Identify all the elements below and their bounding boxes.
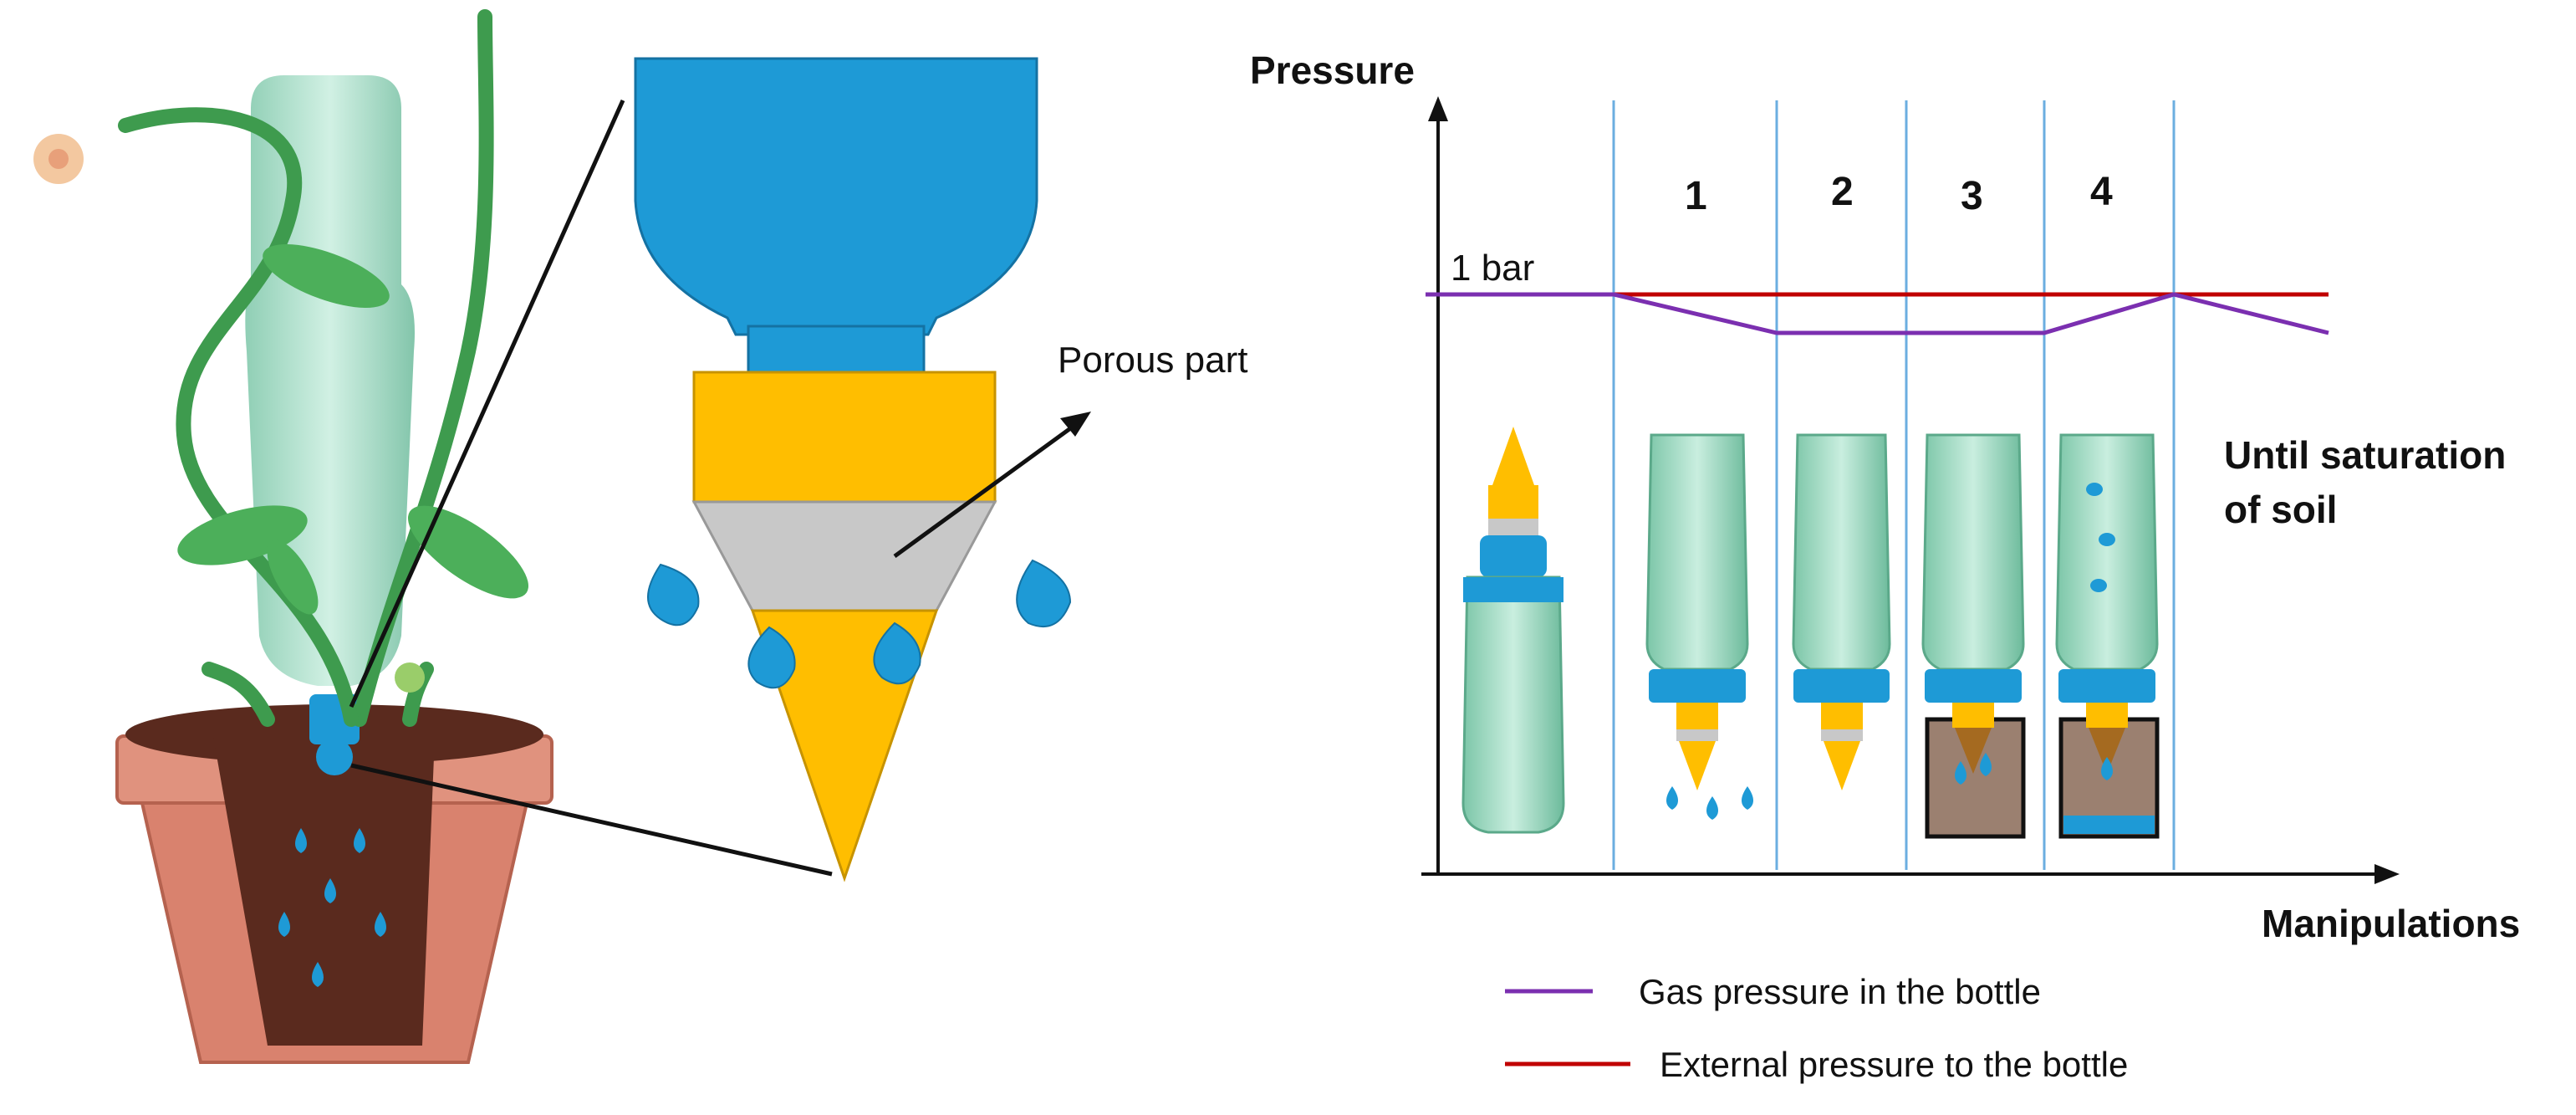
- x-axis-label: Manipulations: [2262, 902, 2520, 945]
- y-axis-arrow: [1428, 96, 1448, 121]
- porous-part-label: Porous part: [1058, 340, 1247, 381]
- plant-leaves: [177, 244, 529, 615]
- end-note-line-1: Until saturation: [2224, 433, 2506, 477]
- gas-pressure-line: [1426, 292, 2329, 335]
- svg-text:Gas pressure in the bottle: Gas pressure in the bottle: [1639, 972, 2041, 1011]
- legend-item-external-pressure: External pressure to the bottle: [1505, 1045, 2128, 1084]
- step-dividers: [1612, 100, 2176, 870]
- step-label-3: 3: [1961, 174, 1983, 218]
- step-label-2: 2: [1831, 170, 1854, 214]
- bottle-stage-3: [1921, 433, 2026, 839]
- porous-tip-in-soil: [316, 739, 353, 775]
- potted-plant-illustration: [33, 9, 553, 1064]
- pressure-graph: Pressure Manipulations 1 2 3 4 1 bar Unt…: [1250, 49, 2520, 945]
- porous-callout-arrowhead: [1060, 412, 1091, 437]
- water-drops-in-soil: [278, 828, 386, 987]
- svg-text:External pressure to the bottl: External pressure to the bottle: [1660, 1045, 2128, 1084]
- zoom-callout-lines: [349, 99, 833, 877]
- step-label-1: 1: [1685, 174, 1707, 218]
- bottle-stage-0: [1461, 427, 1565, 834]
- legend-item-gas-pressure: Gas pressure in the bottle: [1505, 972, 2041, 1011]
- step-label-4: 4: [2090, 170, 2113, 214]
- legend: Gas pressure in the bottle External pres…: [1505, 972, 2128, 1084]
- flower-bud: [395, 662, 425, 693]
- water-drops-enlarged: [647, 559, 1072, 689]
- bottle-stage-2: [1792, 433, 1891, 790]
- bottle-neck-enlarged: [634, 57, 1038, 336]
- porous-callout-arrow: [893, 420, 1080, 559]
- cap-enlarged: [747, 325, 926, 374]
- end-note-line-2: of soil: [2224, 488, 2337, 531]
- plant-stems: [118, 9, 494, 727]
- bottle-stage-4: [2055, 433, 2160, 839]
- soil-cutaway: [213, 736, 435, 1046]
- yellow-collar: [692, 371, 997, 504]
- enlarged-porous-tip: Porous part: [634, 57, 1247, 882]
- flower: [33, 134, 84, 184]
- y-axis-label: Pressure: [1250, 49, 1415, 92]
- x-axis-arrow: [2375, 864, 2400, 884]
- bottle-stage-1: [1645, 433, 1753, 820]
- reference-pressure-label: 1 bar: [1451, 248, 1534, 289]
